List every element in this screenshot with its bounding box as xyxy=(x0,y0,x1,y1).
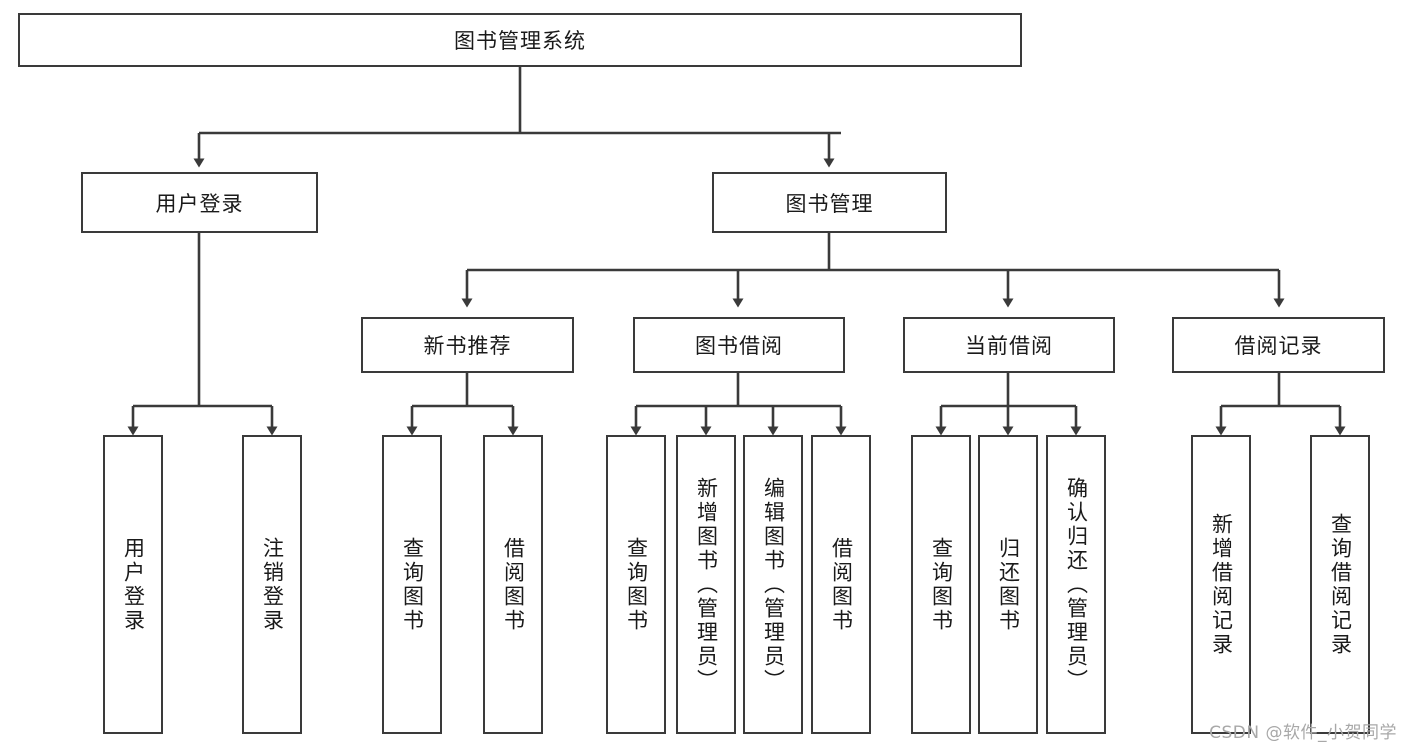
leaf-recommend-borrow-book[interactable]: 借阅图书 xyxy=(483,435,543,734)
node-label: 借阅图书 xyxy=(829,536,854,633)
node-label: 用户登录 xyxy=(121,536,146,633)
node-label: 查询借阅记录 xyxy=(1328,512,1353,657)
leaf-borrow-edit-book[interactable]: 编辑图书（管理员） xyxy=(743,435,803,734)
node-book-management[interactable]: 图书管理 xyxy=(712,172,947,233)
node-label: 归还图书 xyxy=(996,536,1021,633)
node-label: 注销登录 xyxy=(260,536,285,633)
node-label: 图书管理 xyxy=(785,191,874,216)
node-current-borrow[interactable]: 当前借阅 xyxy=(903,317,1115,373)
node-label: 查询图书 xyxy=(624,536,649,633)
leaf-current-confirm-return[interactable]: 确认归还（管理员） xyxy=(1046,435,1106,734)
node-root-system[interactable]: 图书管理系统 xyxy=(18,13,1022,67)
leaf-recommend-query-book[interactable]: 查询图书 xyxy=(382,435,442,734)
node-book-borrow[interactable]: 图书借阅 xyxy=(633,317,845,373)
node-new-book-recommend[interactable]: 新书推荐 xyxy=(361,317,574,373)
watermark-text: CSDN @软件_小贺同学 xyxy=(1209,723,1397,743)
leaf-borrow-query-book[interactable]: 查询图书 xyxy=(606,435,666,734)
node-borrow-record[interactable]: 借阅记录 xyxy=(1172,317,1385,373)
leaf-user-login-login[interactable]: 用户登录 xyxy=(103,435,163,734)
node-label: 新增借阅记录 xyxy=(1209,512,1234,657)
node-user-login[interactable]: 用户登录 xyxy=(81,172,318,233)
node-label: 新增图书（管理员） xyxy=(694,476,719,693)
node-label: 用户登录 xyxy=(155,191,244,216)
leaf-user-login-logout[interactable]: 注销登录 xyxy=(242,435,302,734)
node-label: 当前借阅 xyxy=(965,334,1053,358)
leaf-borrow-add-book[interactable]: 新增图书（管理员） xyxy=(676,435,736,734)
node-label: 借阅记录 xyxy=(1234,334,1323,358)
node-label: 借阅图书 xyxy=(501,536,526,633)
node-label: 查询图书 xyxy=(400,536,425,633)
node-label: 编辑图书（管理员） xyxy=(761,476,786,693)
node-label: 图书管理系统 xyxy=(454,29,586,53)
node-label: 新书推荐 xyxy=(423,334,512,358)
leaf-current-return-book[interactable]: 归还图书 xyxy=(978,435,1038,734)
leaf-record-query-record[interactable]: 查询借阅记录 xyxy=(1310,435,1370,734)
node-label: 图书借阅 xyxy=(695,334,783,358)
node-label: 确认归还（管理员） xyxy=(1064,476,1089,693)
leaf-current-query-book[interactable]: 查询图书 xyxy=(911,435,971,734)
leaf-record-add-record[interactable]: 新增借阅记录 xyxy=(1191,435,1251,734)
leaf-borrow-borrow-book[interactable]: 借阅图书 xyxy=(811,435,871,734)
node-label: 查询图书 xyxy=(929,536,954,633)
